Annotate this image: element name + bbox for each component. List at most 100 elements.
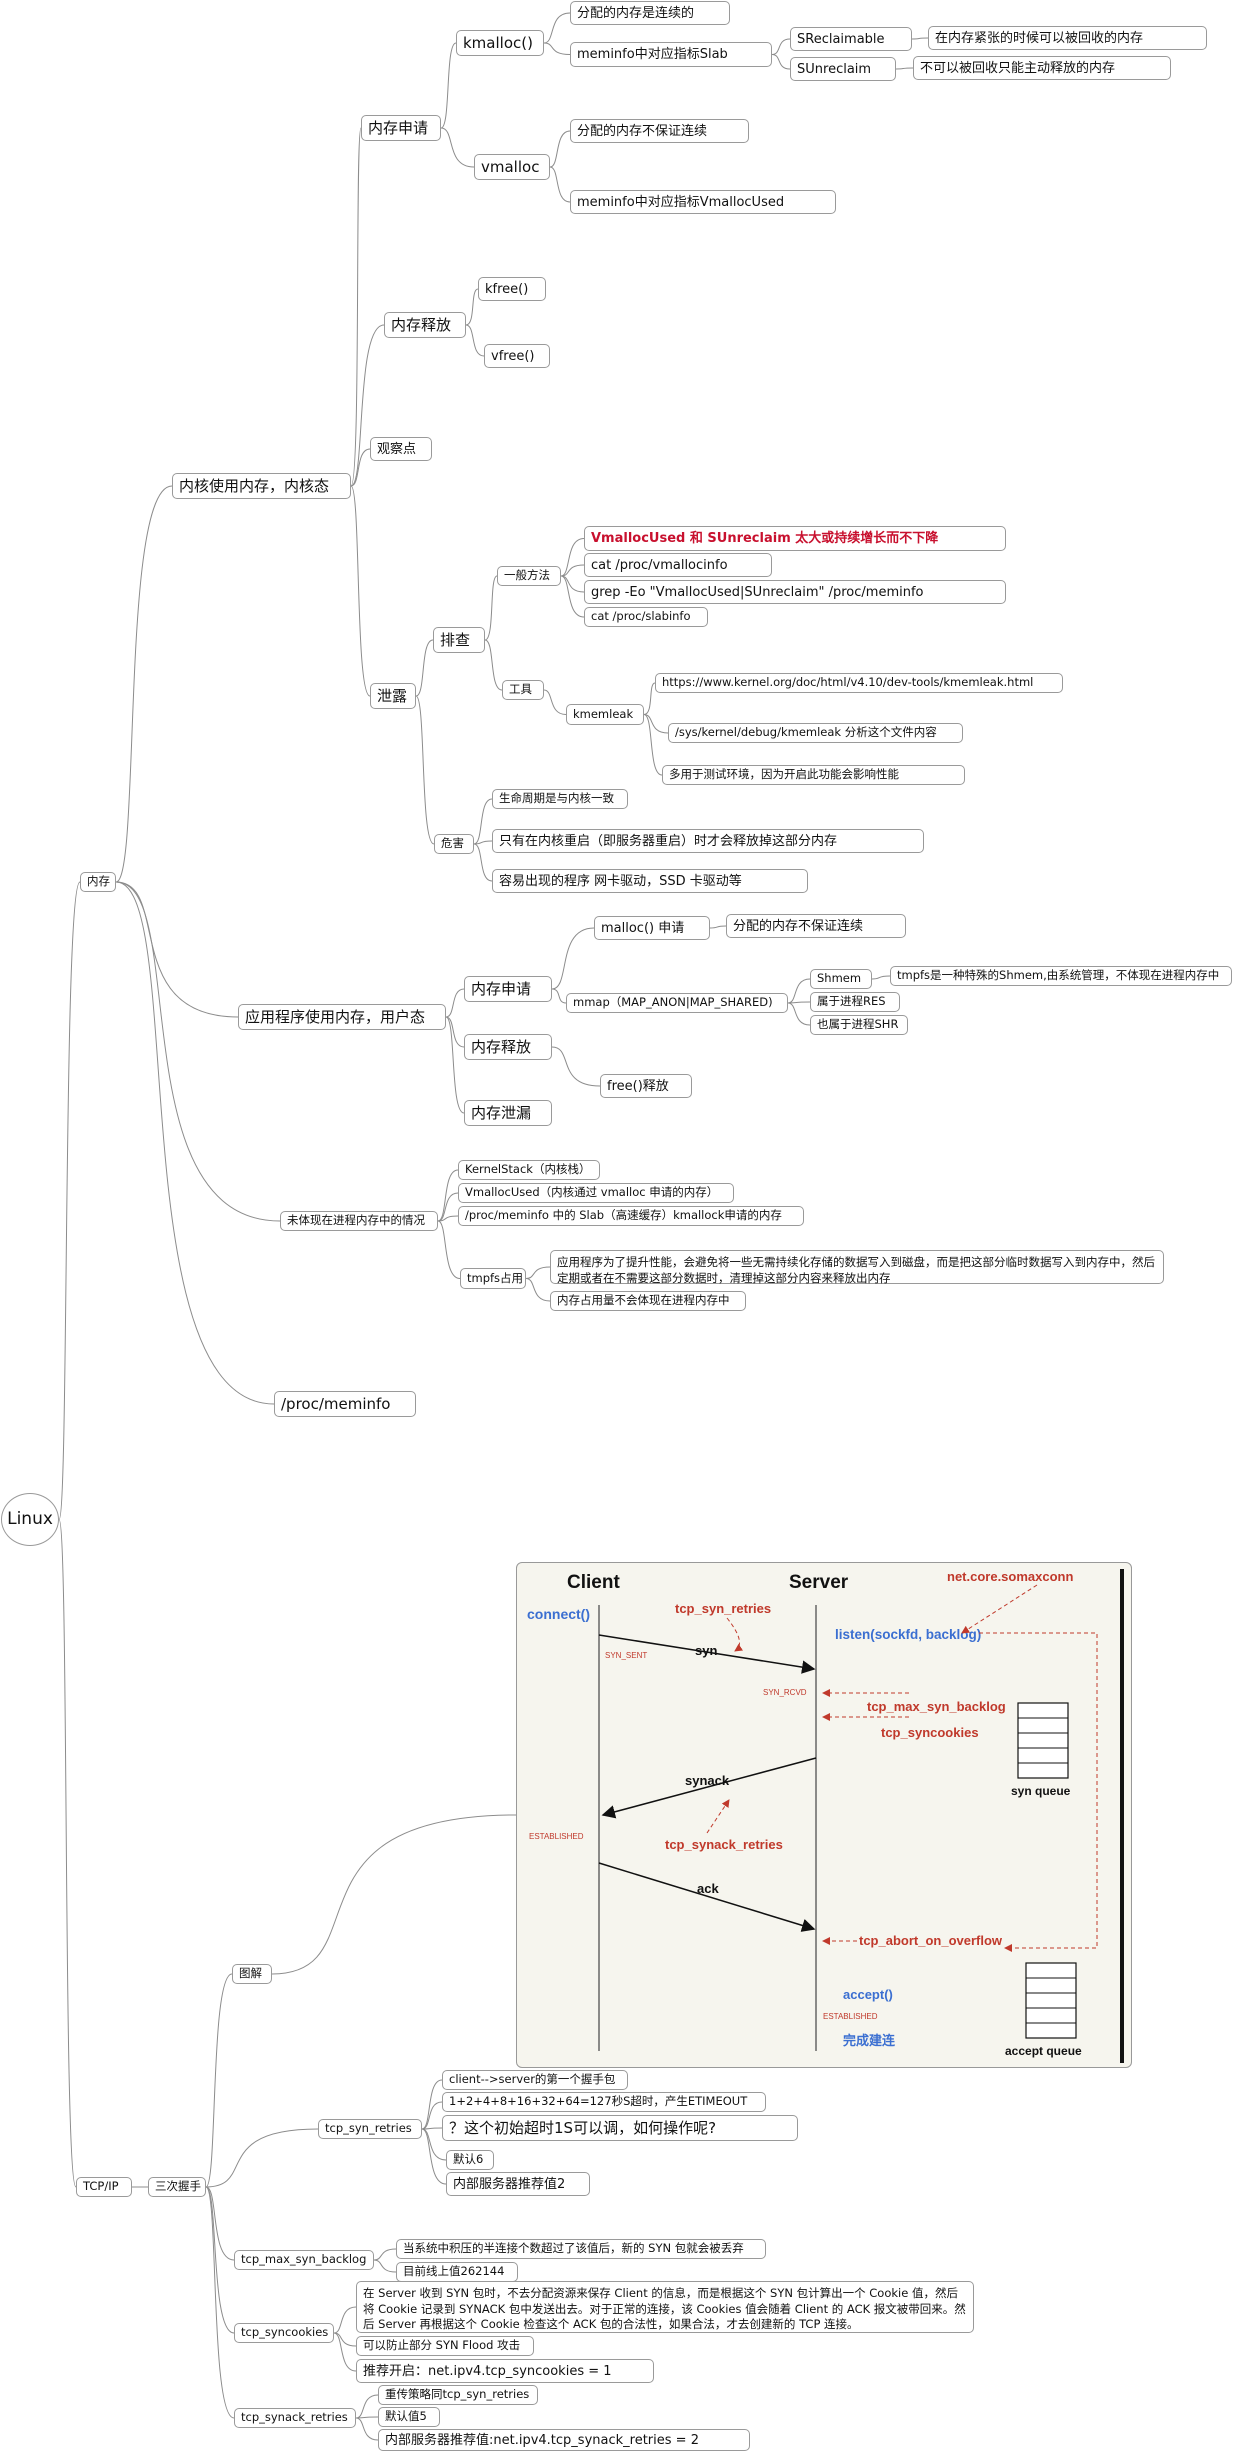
node-syn-retries-item[interactable]: ？这个初始超时1S可以调，如何操作呢? [442, 2115, 798, 2141]
node-tcp-max-syn-backlog[interactable]: tcp_max_syn_backlog [234, 2250, 374, 2270]
connector-line [437, 1192, 459, 1222]
node-harm-item[interactable]: 容易出现的程序 网卡驱动，SSD 卡驱动等 [492, 869, 808, 893]
connector-line [473, 798, 493, 845]
node-sunreclaim-desc[interactable]: 不可以被回收只能主动释放的内存 [913, 56, 1171, 80]
connector-line [421, 2128, 447, 2185]
node-not-in-process-item[interactable]: KernelStack（内核栈） [458, 1160, 600, 1180]
node-observe-point[interactable]: 观察点 [370, 437, 432, 461]
node-mmap[interactable]: mmap（MAP_ANON|MAP_SHARED) [566, 993, 788, 1013]
node-synack-retries-item[interactable]: 重传策略同tcp_syn_retries [378, 2385, 538, 2405]
node-user-free[interactable]: 内存释放 [464, 1034, 552, 1060]
connector-line [525, 1266, 551, 1279]
node-tmpfs-note[interactable]: 内存占用量不会体现在进程内存中 [550, 1291, 746, 1311]
node-max-backlog-item[interactable]: 当系统中积压的半连接个数超过了该值后，新的 SYN 包就会被丢弃 [396, 2239, 766, 2259]
node-not-in-process[interactable]: 未体现在进程内存中的情况 [280, 1211, 438, 1231]
node-investigate[interactable]: 排查 [433, 627, 485, 653]
connector-line [551, 988, 567, 1004]
syn-retries-arrow [726, 1617, 744, 1652]
node-tcpip[interactable]: TCP/IP [76, 2177, 132, 2197]
connector-line [473, 843, 493, 882]
node-kfree[interactable]: kfree() [478, 277, 546, 301]
node-tmpfs[interactable]: tmpfs占用 [460, 1268, 526, 1289]
connector-line [350, 324, 385, 487]
connector-line [465, 324, 485, 357]
connector-line [549, 130, 571, 168]
node-free-fn[interactable]: free()释放 [600, 1074, 692, 1098]
node-not-in-process-item[interactable]: /proc/meminfo 中的 Slab（高速缓存）kmallock申请的内存 [458, 1206, 804, 1226]
node-vmalloc[interactable]: vmalloc [474, 154, 550, 180]
node-synack-retries-item[interactable]: 内部服务器推荐值:net.ipv4.tcp_synack_retries = 2 [378, 2429, 750, 2451]
syn-sent-state: SYN_SENT [605, 1651, 647, 1660]
node-user-alloc[interactable]: 内存申请 [464, 976, 552, 1002]
node-malloc-desc[interactable]: 分配的内存不保证连续 [726, 914, 906, 938]
node-kmemleak-item[interactable]: /sys/kernel/debug/kmemleak 分析这个文件内容 [668, 723, 963, 743]
node-memory[interactable]: 内存 [80, 872, 116, 892]
node-syncookies-item[interactable]: 可以防止部分 SYN Flood 攻击 [356, 2336, 534, 2356]
connector-line [355, 2394, 379, 2419]
connector-line [333, 2306, 357, 2334]
node-tmpfs-desc[interactable]: 应用程序为了提升性能，会避免将一些无需持续化存储的数据写入到磁盘，而是把这部分临… [550, 1250, 1164, 1285]
node-kernel-alloc[interactable]: 内存申请 [361, 115, 441, 141]
listen-label: listen(sockfd, backlog) [835, 1627, 981, 1642]
node-sreclaimable-desc[interactable]: 在内存紧张的时候可以被回收的内存 [928, 26, 1207, 50]
node-kmemleak-item[interactable]: https://www.kernel.org/doc/html/v4.10/de… [655, 673, 1063, 693]
connector-line [350, 127, 362, 487]
node-syn-retries-item[interactable]: 1+2+4+8+16+32+64=127秒S超时，产生ETIMEOUT [442, 2092, 766, 2112]
node-harm[interactable]: 危害 [434, 834, 474, 854]
node-shr[interactable]: 也属于进程SHR [810, 1015, 908, 1035]
node-res[interactable]: 属于进程RES [810, 992, 900, 1012]
node-syn-retries-item[interactable]: 默认6 [446, 2150, 494, 2170]
node-syn-retries-item[interactable]: client-->server的第一个握手包 [442, 2070, 628, 2090]
node-general-item[interactable]: VmallocUsed 和 SUnreclaim 太大或持续增长而不下降 [584, 526, 1006, 551]
connector-line [333, 2332, 357, 2372]
node-handshake[interactable]: 三次握手 [148, 2177, 206, 2197]
node-harm-item[interactable]: 只有在内核重启（即服务器重启）时才会释放掉这部分内存 [492, 829, 924, 853]
node-user-leak[interactable]: 内存泄漏 [464, 1100, 552, 1126]
node-general-method[interactable]: 一般方法 [497, 566, 561, 586]
node-general-item[interactable]: cat /proc/slabinfo [584, 607, 708, 627]
node-kmemleak-item[interactable]: 多用于测试环境，因为开启此功能会影响性能 [662, 765, 965, 785]
node-tools[interactable]: 工具 [502, 680, 544, 700]
connector-line [709, 925, 727, 929]
connector-line [205, 2186, 235, 2419]
node-sreclaimable[interactable]: SReclaimable [790, 27, 912, 51]
node-kmalloc[interactable]: kmalloc() [456, 30, 544, 56]
node-general-item[interactable]: grep -Eo "VmallocUsed|SUnreclaim" /proc/… [584, 580, 1006, 604]
node-slab-metric[interactable]: meminfo中对应指标Slab [570, 42, 772, 67]
node-syncookies-item[interactable]: 在 Server 收到 SYN 包时，不去分配资源来保存 Client 的信息，… [356, 2281, 974, 2333]
node-tcp-syn-retries[interactable]: tcp_syn_retries [318, 2119, 422, 2139]
node-vfree[interactable]: vfree() [484, 344, 550, 368]
node-shmem-desc[interactable]: tmpfs是一种特殊的Shmem,由系统管理，不体现在进程内存中 [890, 966, 1232, 986]
node-sunreclaim[interactable]: SUnreclaim [790, 57, 896, 81]
node-kernel-leak[interactable]: 泄露 [370, 683, 416, 709]
node-user-memory[interactable]: 应用程序使用内存，用户态 [238, 1004, 446, 1030]
node-vmalloc-noncontiguous[interactable]: 分配的内存不保证连续 [570, 119, 749, 143]
node-harm-item[interactable]: 生命周期是与内核一致 [492, 789, 628, 809]
connector-line [437, 1169, 459, 1222]
connector-line [484, 575, 498, 641]
accept-label: accept() [843, 1987, 893, 2002]
node-kmemleak[interactable]: kmemleak [566, 704, 644, 725]
node-vmalloc-metric[interactable]: meminfo中对应指标VmallocUsed [570, 190, 836, 214]
node-kernel-free[interactable]: 内存释放 [384, 312, 466, 338]
connector-line [560, 564, 585, 577]
connector-line [373, 2259, 397, 2273]
node-proc-meminfo[interactable]: /proc/meminfo [274, 1391, 416, 1417]
node-malloc[interactable]: malloc() 申请 [594, 916, 710, 940]
node-synack-retries-item[interactable]: 默认值5 [378, 2407, 440, 2427]
node-general-item[interactable]: cat /proc/vmallocinfo [584, 553, 772, 577]
node-tcp-synack-retries[interactable]: tcp_synack_retries [234, 2408, 356, 2428]
root-node[interactable]: Linux [1, 1493, 59, 1546]
done-label: 完成建连 [843, 2033, 896, 2048]
node-syn-retries-item[interactable]: 内部服务器推荐值2 [446, 2172, 590, 2196]
node-not-in-process-item[interactable]: VmallocUsed（内核通过 vmalloc 申请的内存） [458, 1183, 734, 1203]
node-diagram[interactable]: 图解 [232, 1964, 272, 1984]
connector-line [373, 2248, 397, 2261]
node-kmalloc-contiguous[interactable]: 分配的内存是连续的 [570, 1, 730, 25]
node-max-backlog-item[interactable]: 目前线上值262144 [396, 2262, 518, 2282]
node-shmem[interactable]: Shmem [810, 969, 872, 989]
connector-line [445, 988, 465, 1018]
node-tcp-syncookies[interactable]: tcp_syncookies [234, 2323, 334, 2343]
node-kernel-memory[interactable]: 内核使用内存，内核态 [172, 473, 351, 499]
node-syncookies-item[interactable]: 推荐开启：net.ipv4.tcp_syncookies = 1 [356, 2359, 654, 2383]
